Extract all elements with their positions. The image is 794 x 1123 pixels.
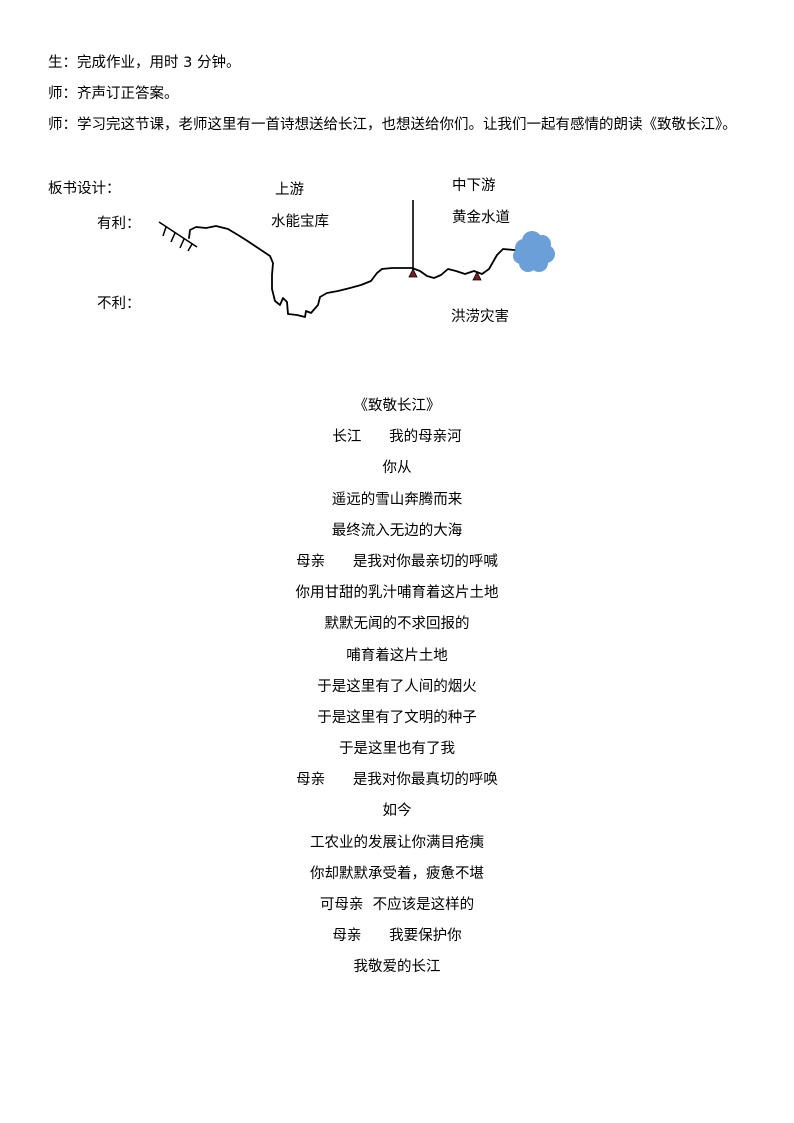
paragraph-student: 生：完成作业，用时 3 分钟。 — [48, 55, 241, 71]
poem-line: 于是这里也有了我 — [339, 741, 455, 758]
golden-waterway-label: 黄金水道 — [452, 210, 510, 226]
river-course-line — [188, 225, 522, 318]
poem-line: 你却默默承受着，疲惫不堪 — [310, 865, 484, 882]
sea-icon — [513, 231, 555, 272]
midlower-reaches-label: 中下游 — [452, 178, 496, 194]
flood-disaster-label: 洪涝灾害 — [451, 309, 509, 325]
paragraph-teacher-poem-intro: 师：学习完这节课，老师这里有一首诗想送给长江，也想送给你们。让我们一起有感情的朗… — [48, 117, 737, 133]
board-design-label: 板书设计： — [48, 181, 121, 197]
poem-tribute-to-yangtze: 《致敬长江》 长江 我的母亲河 你从 遥远的雪山奔腾而来 最终流入无边的大海 母… — [197, 394, 597, 987]
mountain-source-icon — [158, 221, 198, 252]
poem-line: 哺育着这片土地 — [346, 647, 448, 664]
poem-line: 母亲 是我对你最真切的呼唤 — [296, 772, 498, 789]
poem-line: 你从 — [382, 460, 412, 477]
paragraph-teacher-correct: 师：齐声订正答案。 — [48, 86, 179, 102]
triangle-marker-yichang — [408, 268, 418, 278]
poem-line: 工农业的发展让你满目疮痍 — [310, 834, 484, 851]
poem-line: 最终流入无边的大海 — [331, 522, 463, 539]
favorable-label: 有利： — [97, 216, 141, 232]
poem-line: 母亲 我要保护你 — [332, 928, 462, 945]
poem-line: 母亲 是我对你最亲切的呼喊 — [296, 553, 498, 570]
unfavorable-label: 不利： — [97, 296, 141, 312]
upstream-label: 上游 — [275, 182, 304, 198]
poem-line: 如今 — [382, 803, 412, 820]
poem-line: 可母亲 不应该是这样的 — [319, 897, 475, 913]
poem-line: 默默无闻的不求回报的 — [324, 616, 470, 633]
poem-title: 《致敬长江》 — [353, 398, 441, 414]
yangtze-river-sketch — [158, 200, 555, 318]
hydro-treasure-label: 水能宝库 — [271, 214, 329, 230]
poem-line: 于是这里有了文明的种子 — [317, 709, 477, 726]
poem-line: 于是这里有了人间的烟火 — [317, 678, 477, 695]
poem-line: 长江 我的母亲河 — [332, 429, 462, 446]
triangle-marker-hukou — [472, 271, 482, 281]
poem-line: 你用甘甜的乳汁哺育着这片土地 — [295, 585, 499, 602]
poem-line: 我敬爱的长江 — [353, 959, 441, 976]
poem-line: 遥远的雪山奔腾而来 — [331, 491, 463, 508]
